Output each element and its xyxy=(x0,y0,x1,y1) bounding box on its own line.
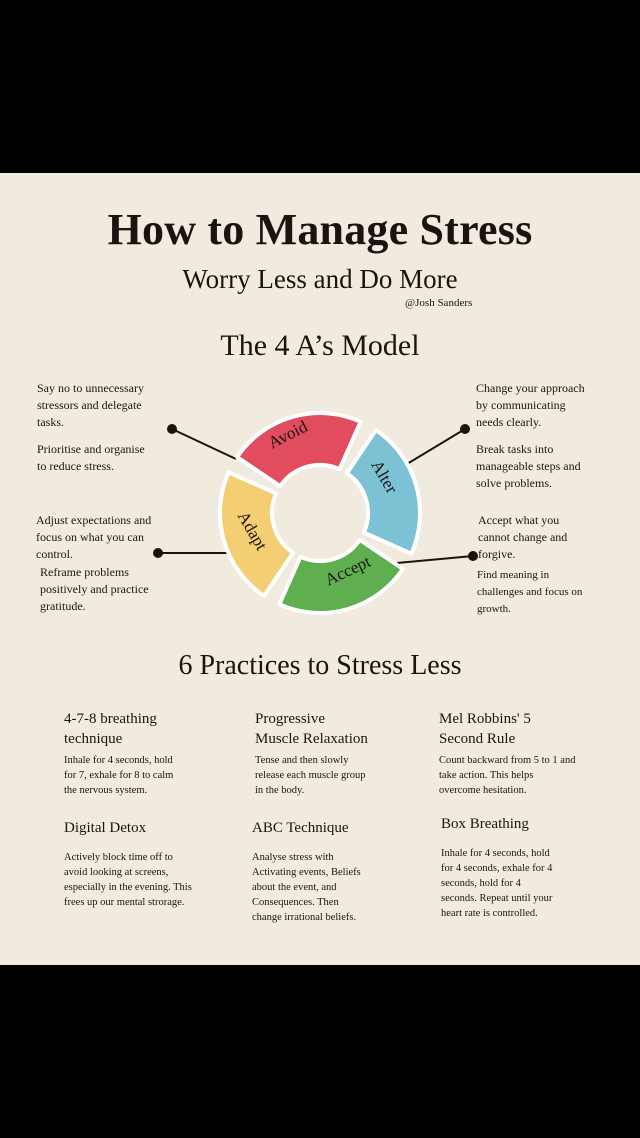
ring-segment-avoid xyxy=(235,411,363,489)
practice-title: Box Breathing xyxy=(441,816,529,832)
connector-avoid-line xyxy=(171,428,237,460)
connector-accept-dot xyxy=(468,551,478,561)
infographic-page: How to Manage Stress Worry Less and Do M… xyxy=(0,173,640,965)
connector-avoid-dot xyxy=(167,424,177,434)
practice-title: Digital Detox xyxy=(64,820,147,836)
connector-accept-line xyxy=(396,555,474,564)
connector-adapt-dot xyxy=(153,548,163,558)
ring-segment-alter xyxy=(344,428,422,556)
connector-alter-line xyxy=(401,428,466,468)
practice-title: ABC Technique xyxy=(252,820,349,836)
practice-card: Box Breathing Inhale for 4 seconds, hold… xyxy=(441,814,621,921)
model-title: The 4 A’s Model xyxy=(220,329,420,362)
ring-segment-adapt xyxy=(218,470,296,598)
practice-card: Digital Detox Actively block time off to… xyxy=(64,818,239,910)
author-credit: @Josh Sanders xyxy=(405,297,473,309)
page-title: How to Manage Stress xyxy=(107,205,533,254)
connector-alter-dot xyxy=(460,424,470,434)
four-as-cycle-diagram xyxy=(153,411,478,615)
practices-title: 6 Practices to Stress Less xyxy=(178,650,462,681)
page-subtitle: Worry Less and Do More xyxy=(182,264,458,294)
ring-segment-accept xyxy=(277,537,405,615)
